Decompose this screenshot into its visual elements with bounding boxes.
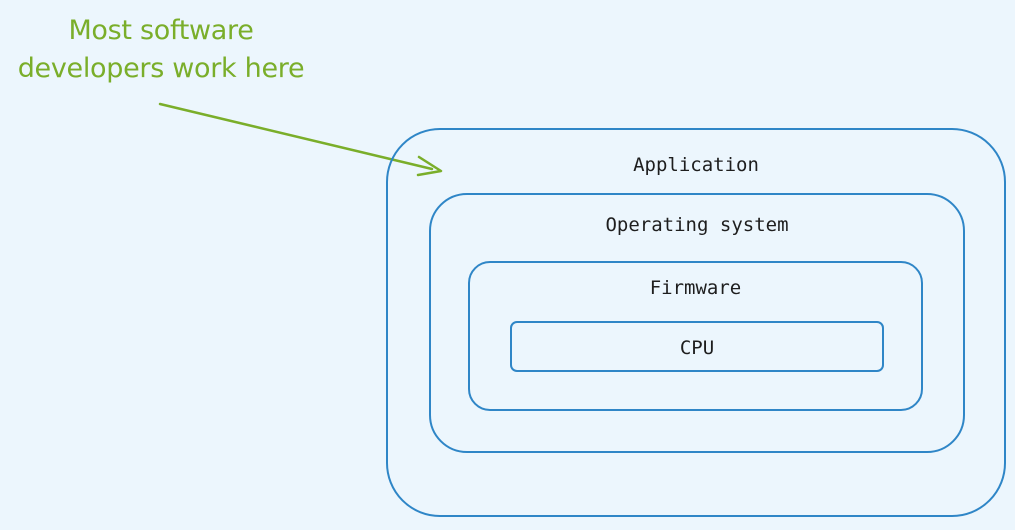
operating-system-label: Operating system — [605, 214, 789, 236]
annotation-line-2: developers work here — [17, 53, 305, 84]
cpu-layer: CPU — [510, 321, 884, 372]
annotation-text: Most software developers work here — [0, 12, 322, 88]
annotation-line-1: Most software — [68, 15, 254, 46]
application-label: Application — [633, 154, 759, 176]
firmware-label: Firmware — [649, 277, 742, 299]
cpu-label: CPU — [679, 337, 715, 359]
operating-system-layer: Operating system — [429, 193, 965, 453]
application-layer: Application — [386, 128, 1006, 517]
firmware-layer: Firmware — [468, 261, 923, 411]
